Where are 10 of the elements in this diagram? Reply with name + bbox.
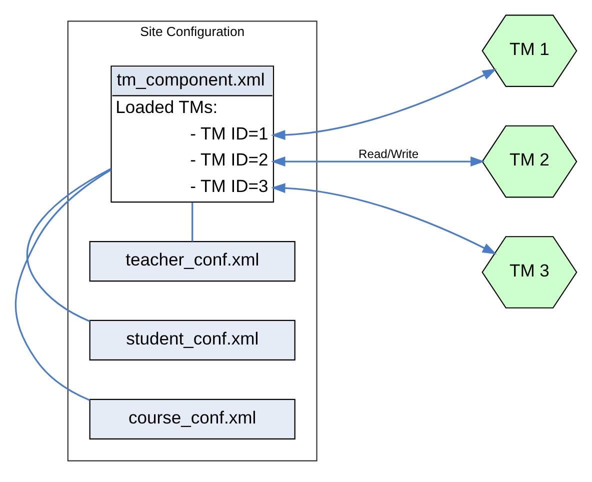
node-box: teacher_conf.xml [89,241,296,282]
node-box: course_conf.xml [89,398,296,440]
arrow [270,156,485,166]
edge-label: Read/Write [358,147,419,162]
arrow [270,183,497,254]
connector [192,202,194,242]
node-box: student_conf.xml [89,320,296,360]
connector [26,168,112,322]
connector [14,169,112,402]
arrow [270,68,497,140]
